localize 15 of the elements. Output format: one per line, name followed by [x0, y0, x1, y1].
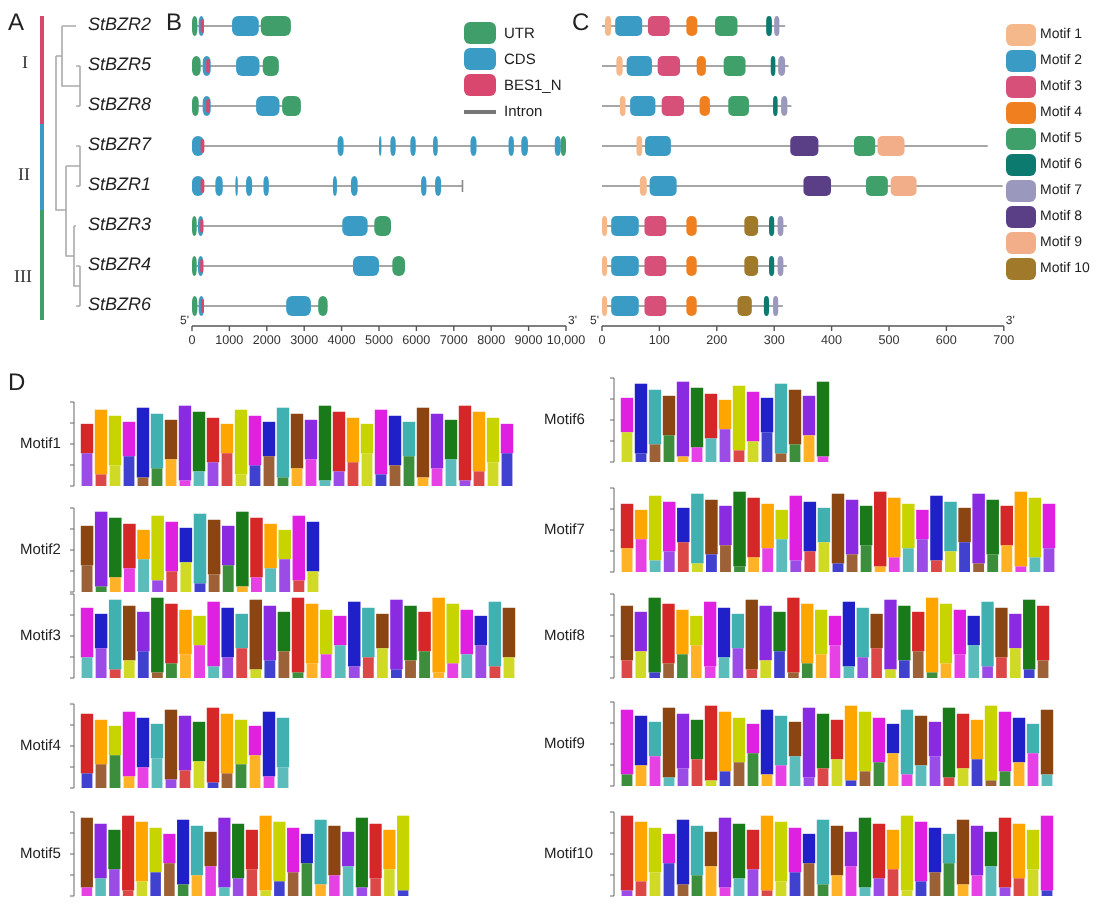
- clade-numeral: I: [22, 54, 28, 72]
- gene-name: StBZR4: [88, 256, 152, 274]
- gene-name: StBZR8: [88, 96, 152, 114]
- panel-letter: B: [166, 10, 183, 34]
- gene-name: StBZR1: [88, 176, 152, 194]
- panel-letter: C: [572, 10, 590, 34]
- gene-name: StBZR3: [88, 216, 152, 234]
- gene-name: StBZR5: [88, 56, 152, 74]
- clade-numeral: II: [18, 166, 30, 184]
- clade-numeral: III: [14, 268, 32, 286]
- gene-name: StBZR2: [88, 16, 152, 34]
- panel-letter: A: [8, 10, 25, 34]
- gene-name: StBZR6: [88, 296, 152, 314]
- panel-letter: D: [8, 370, 26, 394]
- gene-name: StBZR7: [88, 136, 152, 154]
